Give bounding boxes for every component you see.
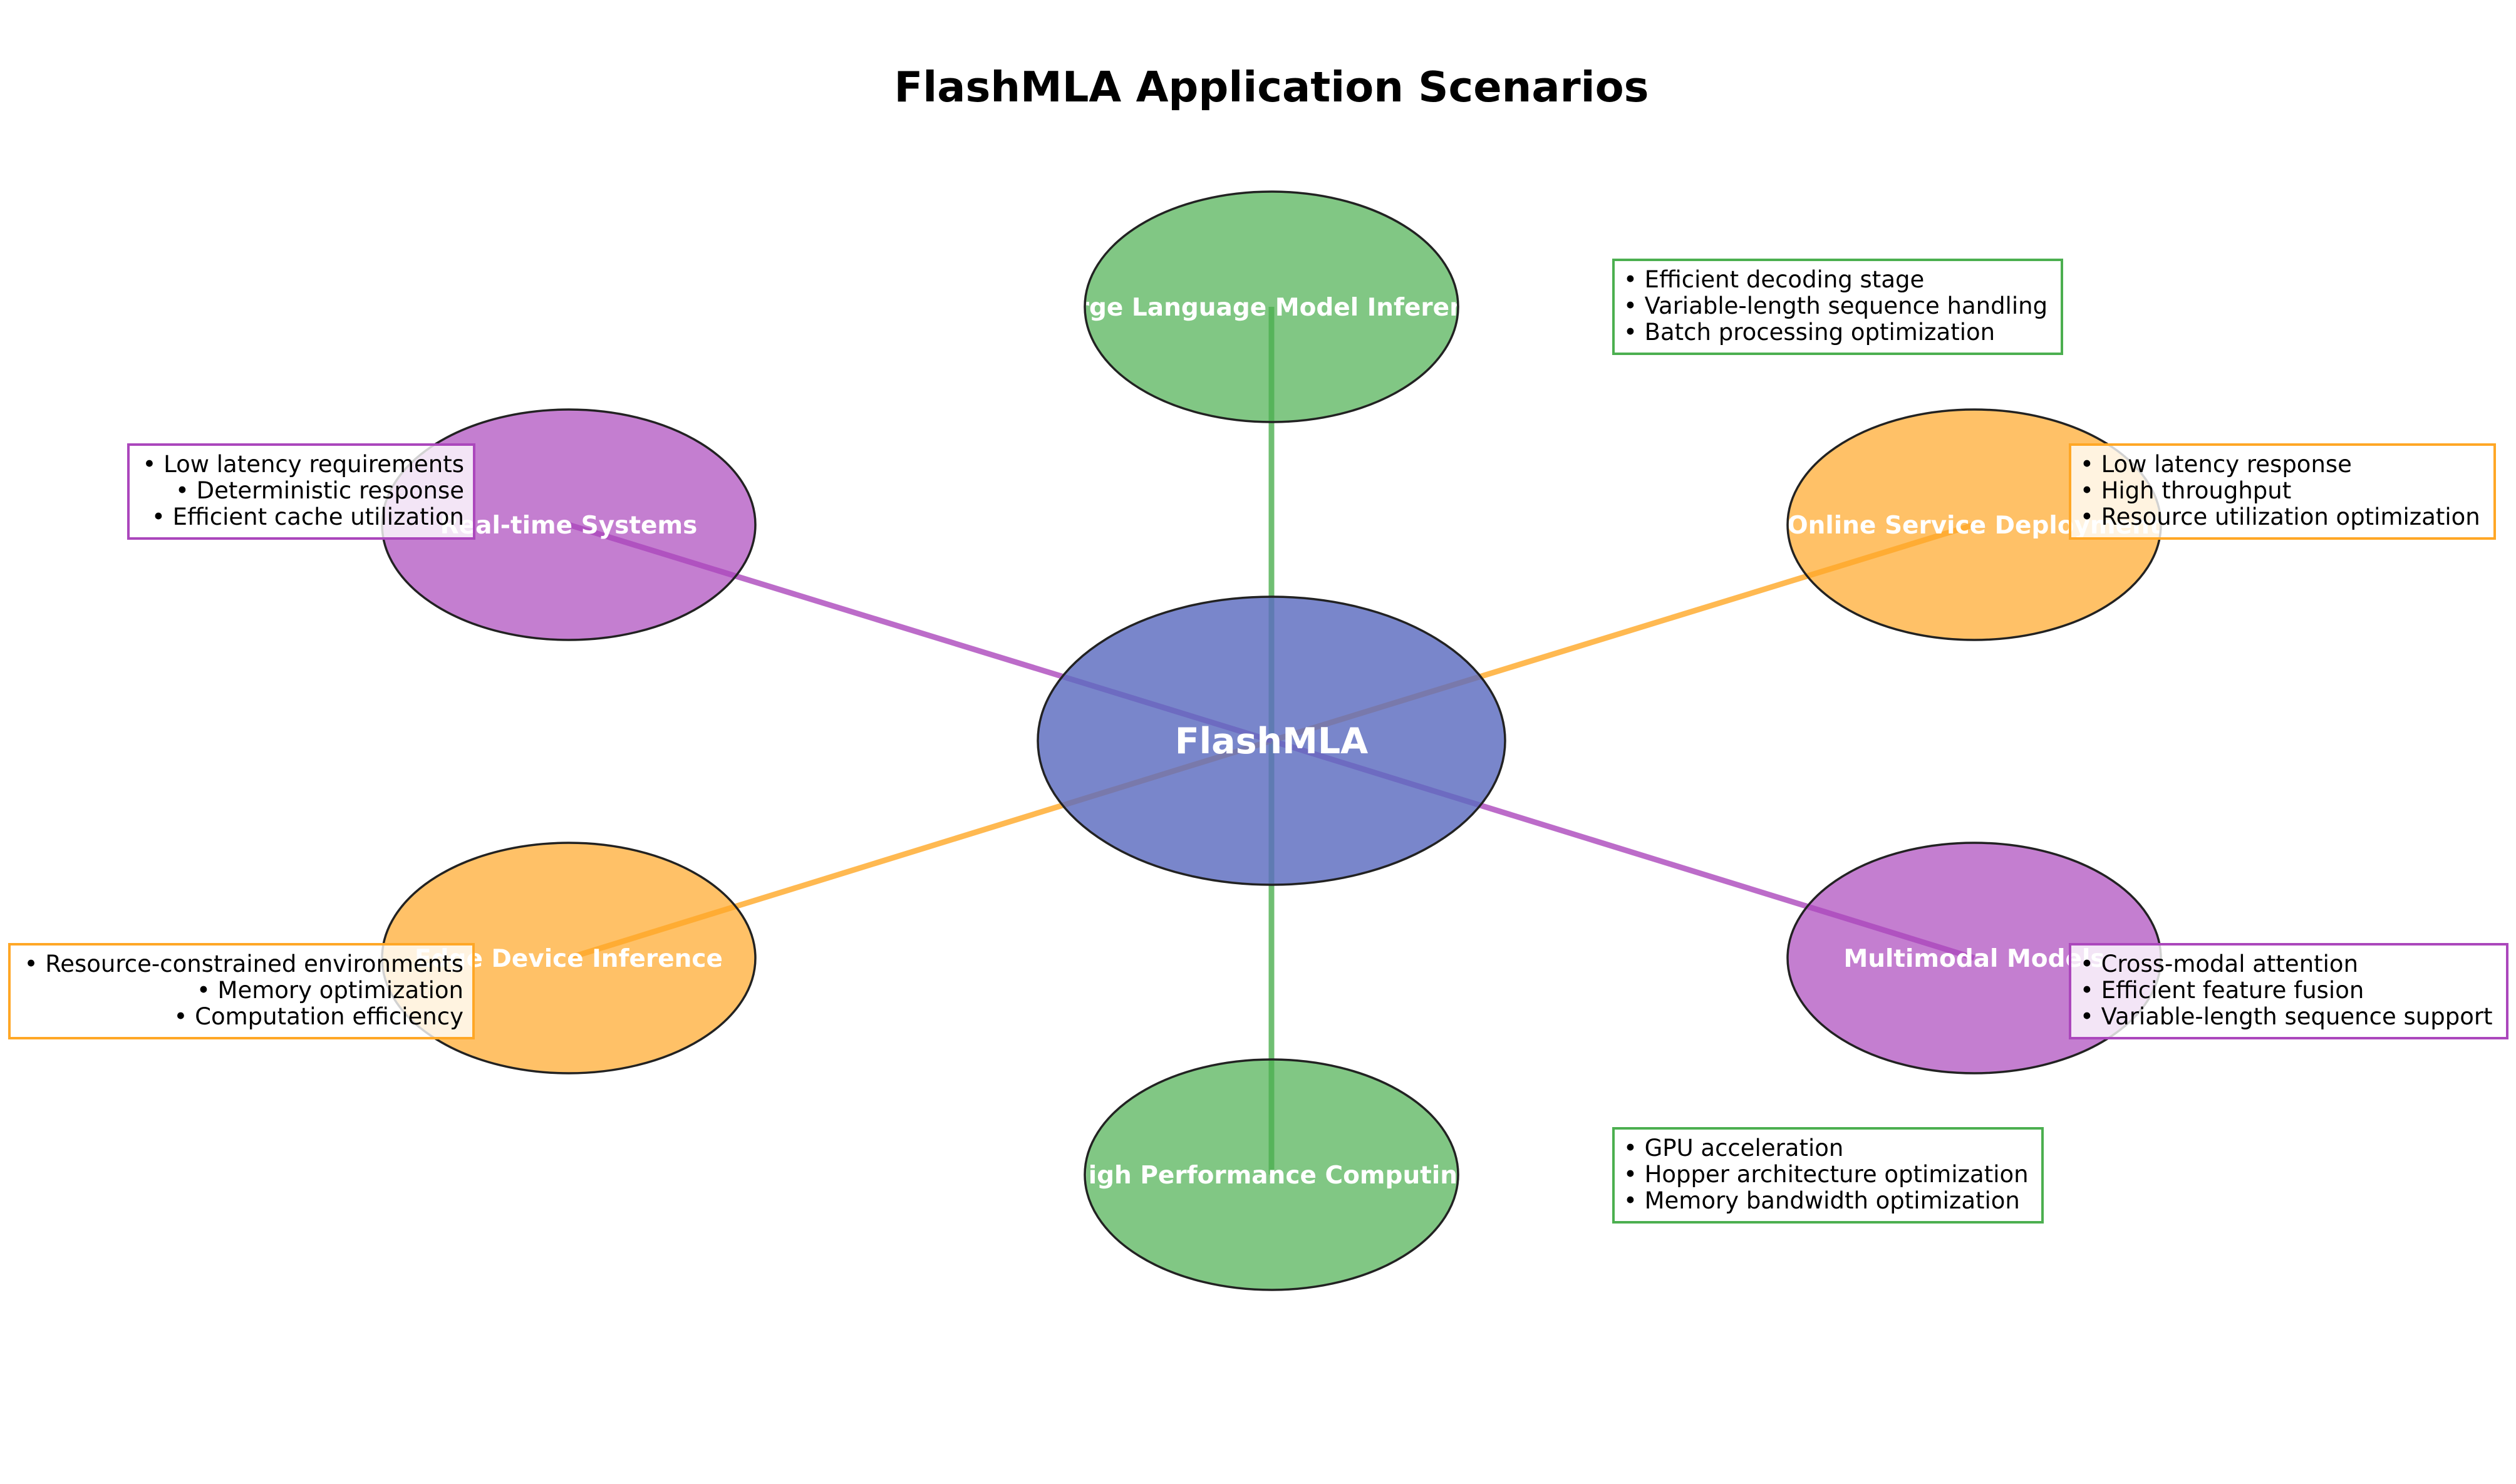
feature-item: • Resource utilization optimization	[2080, 503, 2480, 530]
scenario-label-llm: Large Language Model Inference	[1045, 294, 1498, 322]
feature-item: • Low latency requirements	[143, 451, 464, 478]
feature-box-edge: • Resource-constrained environments• Mem…	[8, 943, 475, 1039]
feature-box-frame	[8, 943, 475, 1039]
feature-item: • Computation efficiency	[174, 1003, 463, 1030]
feature-box-llm: • Efficient decoding stage• Variable-len…	[1612, 259, 2063, 355]
feature-box-layer: • Efficient decoding stage• Variable-len…	[8, 259, 2508, 1224]
scenario-label-multimodal: Multimodal Models	[1843, 945, 2104, 973]
feature-box-frame	[1612, 1127, 2044, 1224]
scenario-label-realtime: Real-time Systems	[440, 512, 698, 540]
scenario-node-hpc	[1084, 1058, 1459, 1291]
scenario-node-llm	[1084, 190, 1459, 423]
center-layer: FlashMLA	[1037, 595, 1506, 886]
feature-item: • Resource-constrained environments	[24, 951, 463, 977]
center-node	[1037, 595, 1506, 886]
diagram-title: FlashMLA Application Scenarios	[894, 63, 1649, 111]
feature-item: • Memory optimization	[197, 977, 463, 1004]
feature-item: • Deterministic response	[175, 477, 464, 504]
feature-item: • Variable-length sequence support	[2080, 1003, 2493, 1030]
feature-item: • Efficient decoding stage	[1623, 266, 1924, 293]
feature-item: • Efficient cache utilization	[152, 503, 464, 530]
feature-box-hpc: • GPU acceleration• Hopper architecture …	[1612, 1127, 2044, 1224]
feature-item: • Hopper architecture optimization	[1623, 1161, 2029, 1188]
feature-item: • Batch processing optimization	[1623, 319, 1995, 346]
feature-box-online: • Low latency response• High throughput•…	[2069, 443, 2496, 540]
feature-item: • Memory bandwidth optimization	[1623, 1187, 2020, 1214]
scenario-label-hpc: High Performance Computing	[1068, 1162, 1475, 1190]
center-label: FlashMLA	[1175, 721, 1369, 762]
feature-box-frame	[1612, 259, 2063, 355]
feature-item: • GPU acceleration	[1623, 1135, 1843, 1162]
feature-item: • Cross-modal attention	[2080, 951, 2358, 977]
feature-item: • High throughput	[2080, 477, 2291, 504]
feature-box-frame	[2069, 943, 2508, 1039]
feature-box-multimodal: • Cross-modal attention• Efficient featu…	[2069, 943, 2508, 1039]
feature-box-frame	[2069, 443, 2496, 540]
feature-box-realtime: • Low latency requirements• Deterministi…	[127, 443, 475, 540]
feature-item: • Variable-length sequence handling	[1623, 292, 2047, 319]
feature-item: • Efficient feature fusion	[2080, 977, 2364, 1004]
feature-box-frame	[127, 443, 475, 540]
feature-item: • Low latency response	[2080, 451, 2352, 478]
